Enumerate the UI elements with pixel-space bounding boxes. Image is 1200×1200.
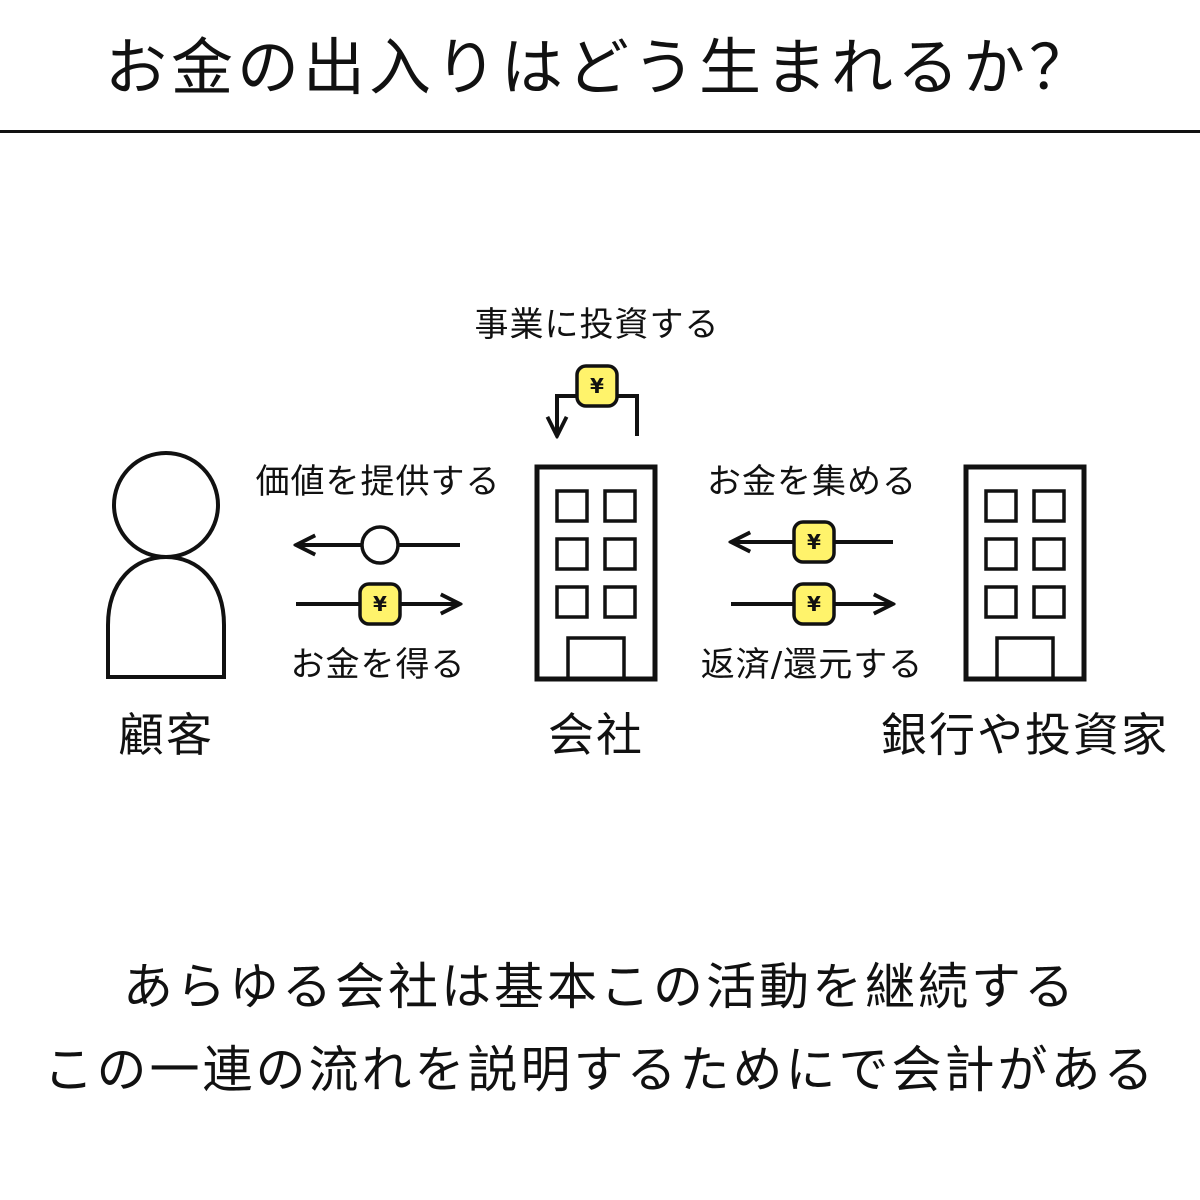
revenue-yen-coin-icon: ¥ xyxy=(358,582,402,626)
receive-money-label: お金を得る xyxy=(290,645,466,685)
svg-text:¥: ¥ xyxy=(373,592,387,616)
person-icon xyxy=(106,451,226,679)
svg-text:¥: ¥ xyxy=(807,530,821,554)
investors-label: 銀行や投資家 xyxy=(881,708,1169,762)
invest-label: 事業に投資する xyxy=(474,305,720,345)
invest-yen-coin-icon: ¥ xyxy=(575,364,619,408)
repayment-yen-coin-icon: ¥ xyxy=(792,582,836,626)
company-label: 会社 xyxy=(548,708,644,762)
value-circle-icon xyxy=(360,525,400,565)
provide-value-label: 価値を提供する xyxy=(255,462,501,502)
raise-money-label: お金を集める xyxy=(707,462,917,502)
svg-text:¥: ¥ xyxy=(590,374,604,398)
footer-line-2: この一連の流れを説明するためにで会計がある xyxy=(43,1041,1157,1099)
investor-building-icon xyxy=(963,464,1087,682)
svg-text:¥: ¥ xyxy=(807,592,821,616)
footer-line-1: あらゆる会社は基本この活動を継続する xyxy=(123,958,1077,1016)
customer-label: 顧客 xyxy=(118,708,214,762)
company-building-icon xyxy=(534,464,658,682)
title-divider xyxy=(0,130,1200,133)
funding-yen-coin-icon: ¥ xyxy=(792,520,836,564)
page-title: お金の出入りはどう生まれるか？ xyxy=(104,31,1095,104)
repay-label: 返済/還元する xyxy=(700,645,924,685)
